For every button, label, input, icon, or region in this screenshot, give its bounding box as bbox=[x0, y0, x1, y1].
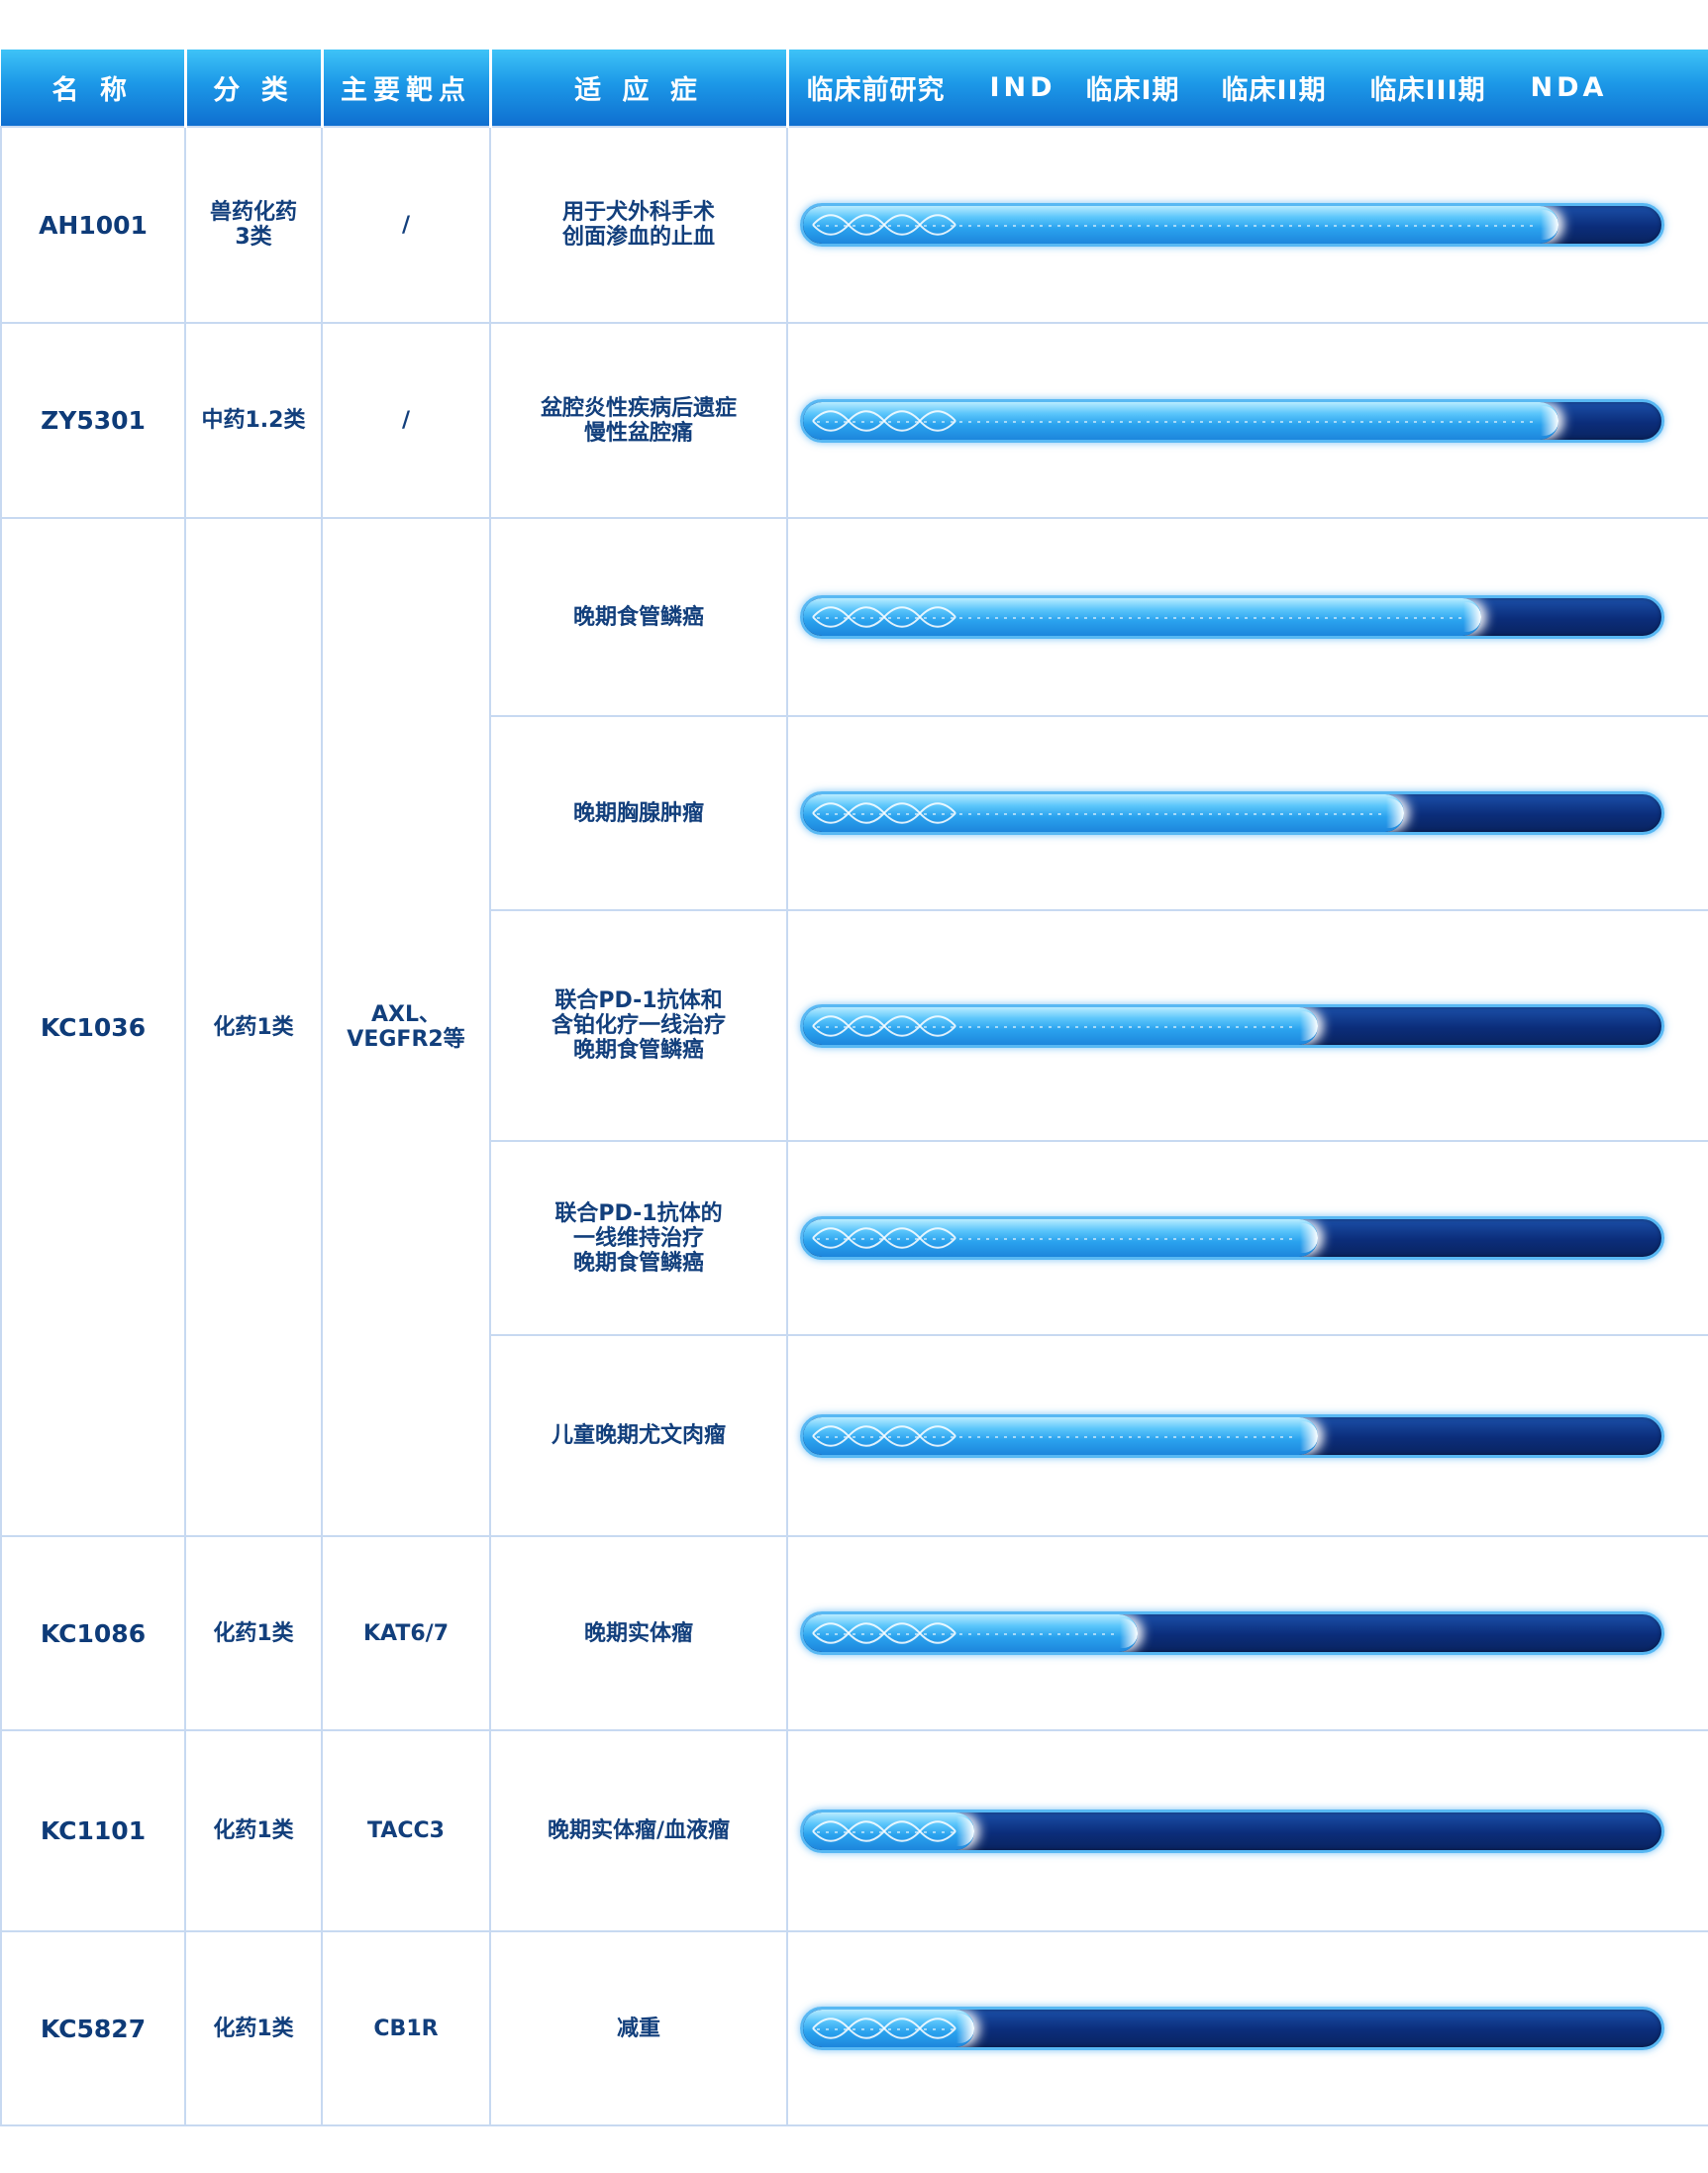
drug-target: AXL、 VEGFR2等 bbox=[321, 517, 491, 1537]
pipeline-table-wrapper: 名 称 分 类 主要靶点 适 应 症 临床前研究 IND 临床I期 临床II期 … bbox=[0, 50, 1708, 2126]
progress-fill bbox=[803, 2010, 975, 2047]
drug-name: ZY5301 bbox=[0, 322, 186, 519]
drug-indication: 联合PD-1抗体和 含铂化疗一线治疗 晚期食管鳞癌 bbox=[489, 909, 788, 1142]
drug-indication: 盆腔炎性疾病后遗症 慢性盆腔痛 bbox=[489, 322, 788, 519]
progress-cell bbox=[786, 1140, 1708, 1336]
drug-category: 化药1类 bbox=[184, 1930, 323, 2126]
progress-cell bbox=[786, 1535, 1708, 1731]
dna-helix-icon bbox=[812, 1424, 956, 1447]
drug-target: KAT6/7 bbox=[321, 1535, 491, 1731]
progress-fill bbox=[803, 794, 1404, 832]
progress-fill bbox=[803, 1006, 1319, 1045]
drug-indication: 晚期胸腺肿瘤 bbox=[489, 715, 788, 911]
dna-helix-icon bbox=[812, 1819, 956, 1842]
stage-phase-1: 临床I期 bbox=[1085, 75, 1180, 106]
progress-cell bbox=[786, 1930, 1708, 2126]
header-row: 名 称 分 类 主要靶点 适 应 症 临床前研究 IND 临床I期 临床II期 … bbox=[1, 50, 1708, 127]
drug-indication: 减重 bbox=[489, 1930, 788, 2126]
drug-indication: 儿童晚期尤文肉瘤 bbox=[489, 1334, 788, 1537]
dna-helix-icon bbox=[812, 1622, 956, 1644]
dna-helix-icon bbox=[812, 2018, 956, 2039]
drug-name: KC1086 bbox=[0, 1535, 186, 1731]
pipeline-table: 名 称 分 类 主要靶点 适 应 症 临床前研究 IND 临床I期 临床II期 … bbox=[0, 50, 1708, 2126]
progress-fill bbox=[803, 1219, 1319, 1257]
progress-track bbox=[800, 1611, 1664, 1655]
stage-nda: NDA bbox=[1530, 72, 1608, 103]
stage-preclinical: 临床前研究 bbox=[806, 75, 946, 106]
drug-category: 化药1类 bbox=[184, 1535, 323, 1731]
progress-fill bbox=[803, 206, 1558, 244]
progress-fill bbox=[803, 1811, 975, 1850]
drug-indication: 联合PD-1抗体的 一线维持治疗 晚期食管鳞癌 bbox=[489, 1140, 788, 1336]
dna-helix-icon bbox=[812, 409, 956, 432]
dna-helix-icon bbox=[812, 606, 956, 628]
drug-target: / bbox=[321, 322, 491, 519]
progress-cell bbox=[786, 909, 1708, 1142]
drug-target: TACC3 bbox=[321, 1729, 491, 1932]
table-row: 联合PD-1抗体和 含铂化疗一线治疗 晚期食管鳞癌 bbox=[1, 909, 1708, 1142]
progress-track bbox=[800, 1413, 1664, 1458]
drug-indication: 晚期实体瘤 bbox=[489, 1535, 788, 1731]
progress-fill bbox=[803, 1614, 1139, 1652]
drug-name: KC1036 bbox=[0, 517, 186, 1537]
stage-phase-3: 临床III期 bbox=[1369, 75, 1486, 106]
header-name: 名 称 bbox=[1, 50, 187, 127]
progress-cell bbox=[786, 126, 1708, 324]
stage-labels: 临床前研究 IND 临床I期 临床II期 临床III期 NDA bbox=[807, 68, 1708, 107]
header-target: 主要靶点 bbox=[322, 50, 492, 127]
progress-track bbox=[800, 1809, 1664, 1853]
drug-category: 化药1类 bbox=[184, 517, 323, 1537]
drug-indication: 晚期食管鳞癌 bbox=[489, 517, 788, 717]
progress-track bbox=[800, 1216, 1664, 1260]
drug-indication: 晚期实体瘤/血液瘤 bbox=[489, 1729, 788, 1932]
progress-track bbox=[800, 595, 1664, 639]
progress-cell bbox=[786, 322, 1708, 519]
progress-track bbox=[800, 791, 1664, 835]
drug-target: / bbox=[321, 126, 491, 324]
header-indication: 适 应 症 bbox=[490, 50, 789, 127]
progress-track bbox=[800, 203, 1664, 247]
table-row: 联合PD-1抗体的 一线维持治疗 晚期食管鳞癌 bbox=[1, 1140, 1708, 1336]
progress-cell bbox=[786, 715, 1708, 911]
dna-helix-icon bbox=[812, 1227, 956, 1249]
progress-track bbox=[800, 2007, 1664, 2050]
drug-target: CB1R bbox=[321, 1930, 491, 2126]
stage-phase-2: 临床II期 bbox=[1221, 75, 1327, 106]
progress-cell bbox=[786, 1729, 1708, 1932]
drug-name: KC5827 bbox=[0, 1930, 186, 2126]
drug-category: 化药1类 bbox=[184, 1729, 323, 1932]
progress-cell bbox=[786, 1334, 1708, 1537]
progress-fill bbox=[803, 1416, 1319, 1455]
header-category: 分 类 bbox=[185, 50, 324, 127]
drug-indication: 用于犬外科手术 创面渗血的止血 bbox=[489, 126, 788, 324]
dna-helix-icon bbox=[812, 802, 956, 824]
stage-ind: IND bbox=[989, 72, 1056, 103]
drug-category: 中药1.2类 bbox=[184, 322, 323, 519]
progress-fill bbox=[803, 598, 1481, 636]
dna-helix-icon bbox=[812, 214, 956, 236]
table-row: 晚期胸腺肿瘤 bbox=[1, 715, 1708, 911]
progress-cell bbox=[786, 517, 1708, 717]
drug-name: AH1001 bbox=[0, 126, 186, 324]
drug-name: KC1101 bbox=[0, 1729, 186, 1932]
progress-fill bbox=[803, 401, 1558, 440]
table-row: 儿童晚期尤文肉瘤 bbox=[1, 1334, 1708, 1537]
progress-track bbox=[800, 1003, 1664, 1048]
drug-category: 兽药化药 3类 bbox=[184, 126, 323, 324]
dna-helix-icon bbox=[812, 1014, 956, 1037]
header-stages: 临床前研究 IND 临床I期 临床II期 临床III期 NDA bbox=[787, 50, 1708, 127]
progress-track bbox=[800, 398, 1664, 443]
